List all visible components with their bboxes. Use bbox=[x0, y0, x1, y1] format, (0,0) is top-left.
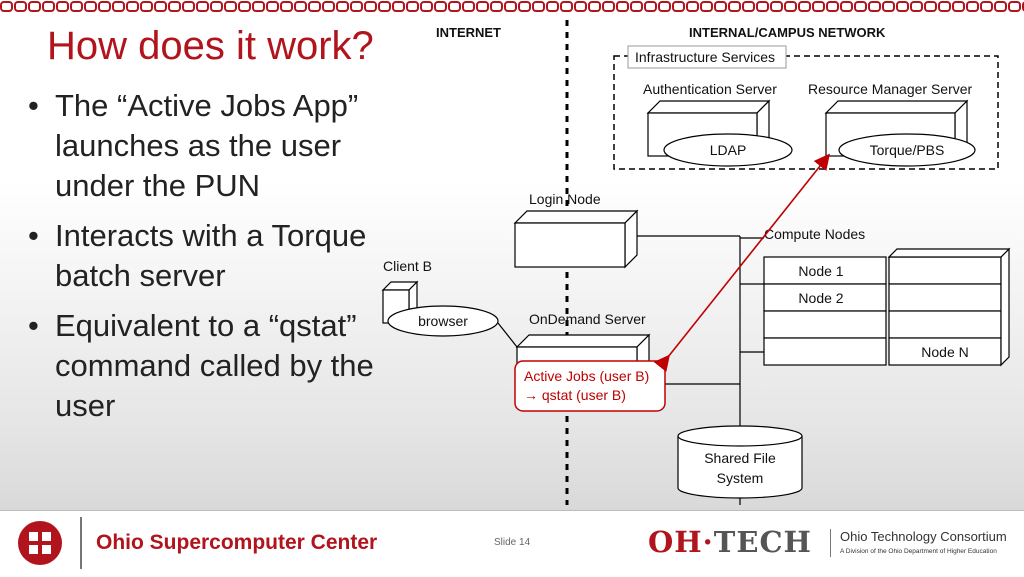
bullet-item: The “Active Jobs App” launches as the us… bbox=[22, 86, 402, 206]
shared-filesystem-cylinder bbox=[677, 425, 803, 499]
infrastructure-services-box bbox=[613, 55, 999, 170]
slide-number: Slide 14 bbox=[494, 537, 531, 548]
otc-name: Ohio Technology Consortium bbox=[840, 529, 1007, 544]
compute-nodes-label: Compute Nodes bbox=[764, 226, 865, 242]
node1-label: Node 1 bbox=[798, 263, 843, 279]
torque-ellipse bbox=[838, 133, 976, 167]
infrastructure-label-bg bbox=[627, 45, 787, 69]
osc-logo-mark bbox=[29, 532, 51, 554]
ohtech-oh: OH bbox=[648, 525, 703, 559]
rm-server-label: Resource Manager Server bbox=[808, 81, 973, 97]
login-node-label: Login Node bbox=[529, 191, 601, 207]
campus-network-label: INTERNAL/CAMPUS NETWORK bbox=[689, 25, 886, 40]
ldap-label: LDAP bbox=[710, 142, 747, 158]
login-node-box bbox=[513, 209, 639, 269]
osc-logo-icon bbox=[18, 521, 62, 565]
active-jobs-line2: → qstat (user B) bbox=[524, 387, 626, 403]
osc-name: Ohio Supercomputer Center bbox=[96, 531, 378, 554]
architecture-diagram: INTERNET INTERNAL/CAMPUS NETWORK Infrast… bbox=[381, 20, 1011, 505]
ondemand-server-label: OnDemand Server bbox=[529, 311, 646, 327]
torque-label: Torque/PBS bbox=[870, 142, 945, 158]
active-jobs-line1: Active Jobs (user B) bbox=[524, 368, 649, 384]
internet-label: INTERNET bbox=[436, 25, 501, 40]
torque-query-arrow bbox=[653, 153, 830, 372]
shared-fs-line1: Shared File bbox=[704, 450, 776, 466]
ohtech-divider bbox=[830, 529, 831, 557]
slide-title: How does it work? bbox=[47, 24, 374, 68]
bullet-item: Interacts with a Torque batch server bbox=[22, 216, 402, 296]
auth-server-label: Authentication Server bbox=[643, 81, 777, 97]
node2-label: Node 2 bbox=[798, 290, 843, 306]
otc-subtitle: A Division of the Ohio Department of Hig… bbox=[840, 548, 997, 555]
client-b-label: Client B bbox=[383, 258, 432, 274]
ohtech-logo: OH·TECH bbox=[648, 525, 812, 559]
ohtech-dot: · bbox=[702, 525, 714, 559]
browser-ellipse bbox=[387, 305, 499, 337]
ohtech-tech: TECH bbox=[713, 525, 812, 559]
infrastructure-label: Infrastructure Services bbox=[635, 49, 775, 65]
bullet-list: The “Active Jobs App” launches as the us… bbox=[22, 86, 402, 436]
browser-label: browser bbox=[418, 313, 468, 329]
footer: Ohio Supercomputer Center Slide 14 OH·TE… bbox=[0, 510, 1024, 577]
footer-divider bbox=[80, 517, 82, 569]
nodeN-label: Node N bbox=[921, 344, 968, 360]
active-jobs-box bbox=[514, 360, 666, 412]
top-border-pattern bbox=[0, 0, 1024, 14]
shared-fs-line2: System bbox=[717, 470, 764, 486]
bullet-item: Equivalent to a “qstat” command called b… bbox=[22, 306, 402, 426]
